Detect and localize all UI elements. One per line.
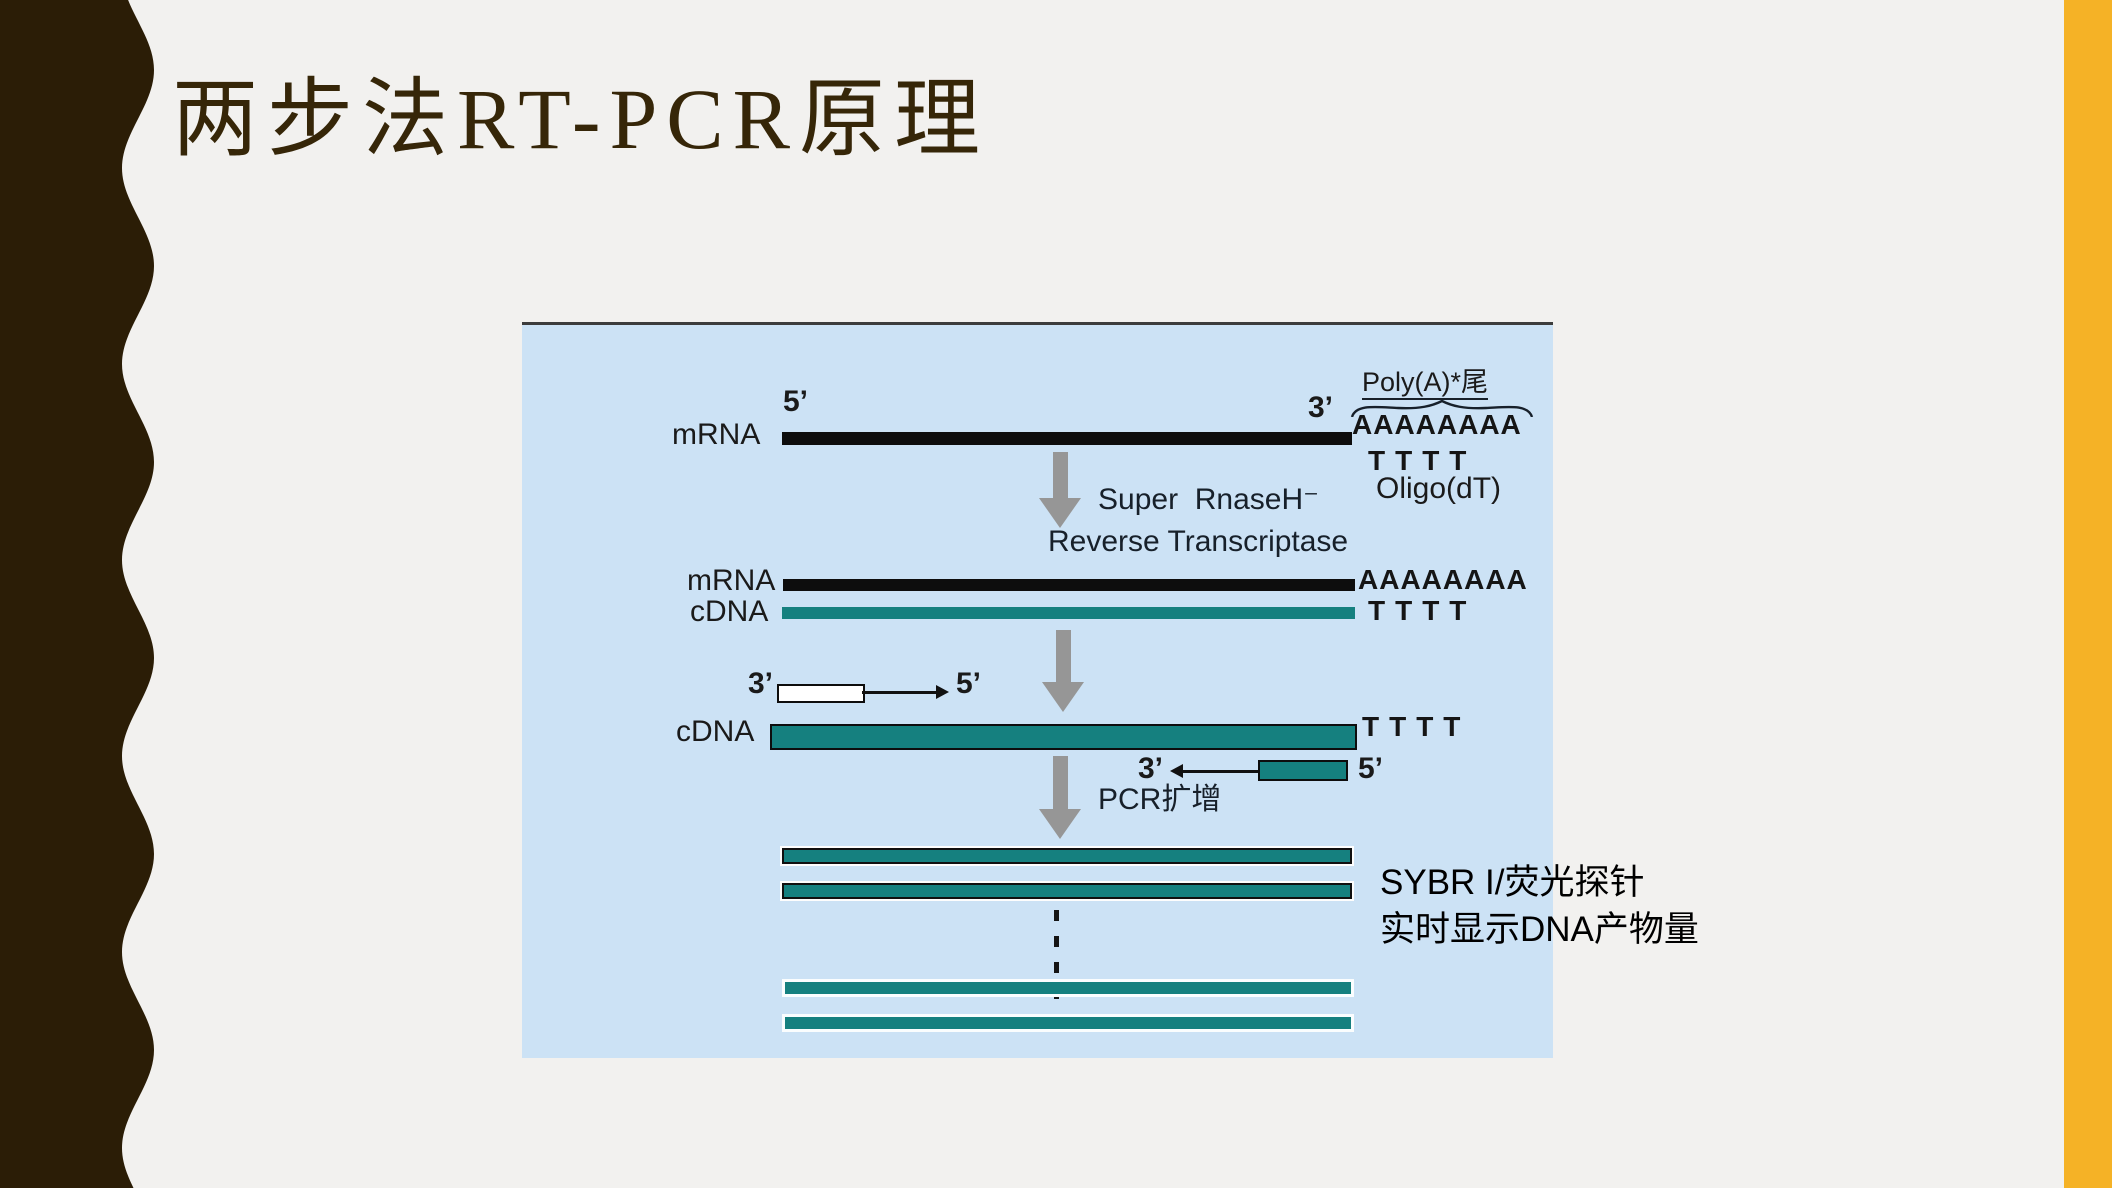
oligo-dt-label: Oligo(dT): [1376, 472, 1502, 505]
row3-cdna-strand: [770, 724, 1357, 750]
sybr-note-line2: 实时显示DNA产物量: [1380, 910, 1699, 949]
row1-mrna-label: mRNA: [672, 418, 761, 451]
page-title: 两步法RT-PCR原理: [172, 71, 990, 167]
reverse-primer-arrow-head: [1170, 764, 1183, 778]
pcr-amplify-label: PCR扩增: [1098, 783, 1222, 816]
row3-five-prime-bottom: 5’: [1358, 752, 1384, 785]
row2-mrna-strand: [783, 579, 1355, 591]
row1-three-prime: 3’: [1308, 391, 1334, 424]
step1-enzyme-line2: Reverse Transcriptase: [1048, 525, 1349, 558]
row1-five-prime: 5’: [783, 385, 809, 418]
row2-mrna-label: mRNA: [687, 564, 776, 597]
step1-enzyme-line1: Super RnaseH⁻: [1098, 483, 1319, 516]
row3-t-tail: TTTT: [1362, 711, 1471, 742]
row3-cdna-label: cDNA: [676, 715, 755, 748]
polya-brace: [1350, 399, 1534, 417]
step2-arrow-shaft: [1056, 630, 1071, 683]
row2-a-tail: AAAAAAAA: [1358, 564, 1528, 595]
forward-primer-arrow-line: [862, 691, 938, 694]
pcr-product-bar-1: [782, 848, 1352, 864]
polya-tail-text: Poly(A)*尾: [1362, 367, 1489, 400]
forward-primer-arrow-head: [936, 685, 949, 699]
step3-arrow-head: [1039, 809, 1081, 839]
row1-t-tail: TTTT: [1368, 445, 1477, 476]
left-wave-band: [0, 0, 154, 1188]
polya-tail-label: Poly(A)*尾: [1362, 367, 1489, 400]
step3-arrow-shaft: [1053, 756, 1068, 810]
sybr-note-line1: SYBR I/荧光探针: [1380, 863, 1645, 902]
row2-cdna-label: cDNA: [690, 595, 769, 628]
pcr-product-bar-2: [782, 883, 1352, 899]
row1-mrna-strand: [782, 432, 1352, 445]
row1-a-tail: AAAAAAAA: [1352, 409, 1522, 440]
right-accent-stripe: [2064, 0, 2112, 1188]
row2-t-tail: TTTT: [1368, 595, 1477, 626]
row3-three-prime-bottom: 3’: [1138, 752, 1164, 785]
step1-arrow-shaft: [1053, 452, 1068, 499]
ellipsis-dotted-line: [1054, 910, 1059, 999]
step2-arrow-head: [1042, 682, 1084, 712]
step1-arrow-head: [1039, 498, 1081, 528]
row3-five-prime-top: 5’: [956, 667, 982, 700]
row3-three-prime-top: 3’: [748, 667, 774, 700]
row2-cdna-strand: [782, 607, 1355, 619]
forward-primer-box: [777, 684, 865, 703]
reverse-primer-arrow-line: [1182, 770, 1258, 773]
pcr-product-bar-4: [782, 1014, 1354, 1032]
pcr-product-bar-3: [782, 979, 1354, 997]
reverse-primer-box: [1258, 760, 1348, 781]
